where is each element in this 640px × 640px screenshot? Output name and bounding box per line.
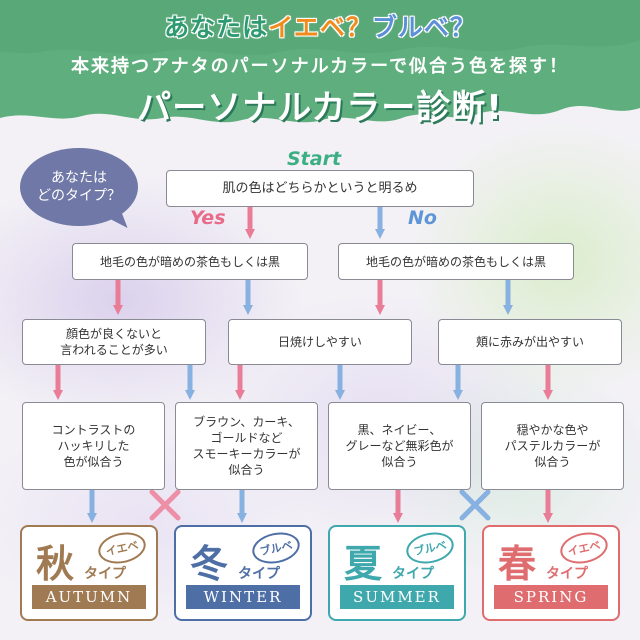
type-kanji: 春	[498, 541, 537, 586]
question-complexion: 顔色が良くないと 言われることが多い	[22, 319, 206, 365]
type-suffix: タイプ	[238, 566, 280, 582]
question-red-cheeks: 頬に赤みが出やすい	[438, 319, 622, 365]
season-label: SPRING	[494, 585, 608, 609]
page-title: パーソナルカラー診断!	[137, 88, 503, 128]
type-suffix: タイプ	[546, 566, 588, 582]
result-pastel-colors: 穏やかな色や パステルカラーが 似合う	[481, 402, 624, 490]
question-skin-brightness: 肌の色はどちらかというと明るめ	[166, 170, 474, 207]
question-hair-color-right: 地毛の色が暗めの茶色もしくは黒	[338, 243, 574, 280]
base-badge: イエベ	[95, 528, 149, 568]
question-hair-color-left: 地毛の色が暗めの茶色もしくは黒	[72, 243, 308, 280]
season-label: SUMMER	[340, 585, 454, 609]
no-label: No	[408, 207, 437, 229]
base-badge: イエベ	[557, 528, 611, 568]
cross-marks	[149, 489, 491, 521]
question-tan-easily: 日焼けしやすい	[228, 319, 412, 365]
base-badge: ブルベ	[403, 528, 457, 568]
bubble-line-1: あなたは	[51, 170, 107, 186]
cross-right-b	[459, 489, 491, 521]
bubble-line-2: どのタイプ？	[37, 188, 121, 204]
headline-part-yellowbase: イエベ？	[268, 13, 372, 42]
headline-part-bluebase: ブルベ？	[371, 13, 476, 42]
type-card-summer: 夏 タイプ ブルベ SUMMER	[328, 525, 466, 621]
headline-question: あなたはイエベ？ブルベ？	[0, 8, 640, 44]
result-smoky-colors: ブラウン、カーキ、 ゴールドなど スモーキーカラーが 似合う	[175, 402, 318, 490]
type-card-autumn: 秋 タイプ イエベ AUTUMN	[20, 525, 158, 621]
yes-label: Yes	[190, 207, 226, 229]
type-kanji: 冬	[190, 541, 229, 586]
header-banner	[0, 0, 640, 123]
type-suffix: タイプ	[84, 566, 126, 582]
type-kanji: 夏	[344, 541, 383, 586]
base-badge: ブルベ	[249, 528, 303, 568]
result-achromatic-colors: 黒、ネイビー、 グレーなど無彩色が 似合う	[328, 402, 471, 490]
start-label: Start	[287, 148, 342, 170]
headline-part-anatawa: あなたは	[164, 13, 269, 42]
type-card-spring: 春 タイプ イエベ SPRING	[482, 525, 620, 621]
type-kanji: 秋	[36, 541, 75, 586]
headline-subtitle: 本来持つアナタのパーソナルカラーで似合う色を探す！	[70, 56, 570, 77]
season-label: WINTER	[186, 585, 300, 609]
speech-bubble: あなたは どのタイプ？	[20, 148, 138, 226]
type-card-winter: 冬 タイプ ブルベ WINTER	[174, 525, 312, 621]
type-suffix: タイプ	[392, 566, 434, 582]
result-contrast-colors: コントラストの ハッキリした 色が似合う	[22, 402, 165, 490]
season-label: AUTUMN	[32, 585, 146, 609]
cross-left-b	[149, 489, 181, 521]
